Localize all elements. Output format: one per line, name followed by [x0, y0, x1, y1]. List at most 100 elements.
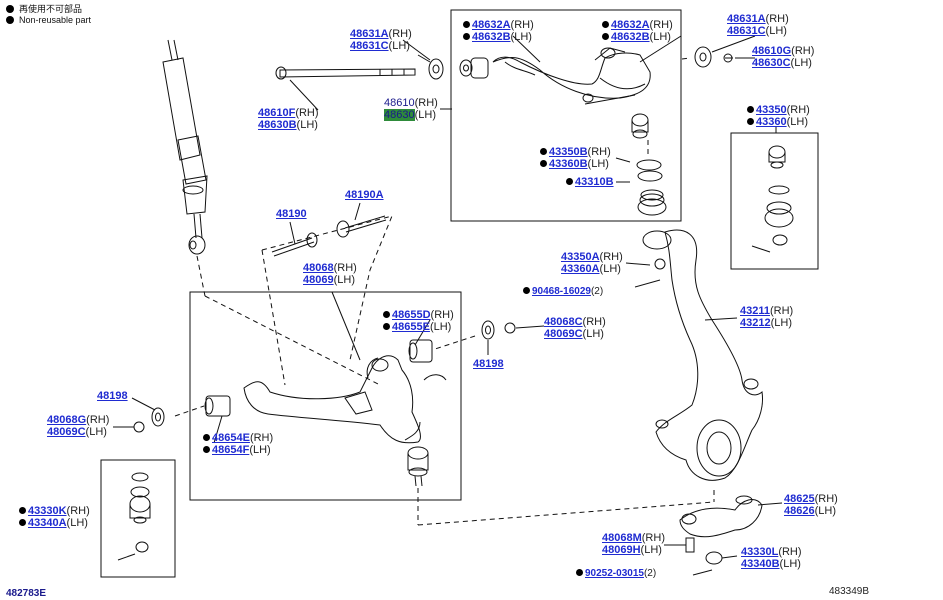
part-link[interactable]: 48632B [611, 31, 650, 43]
part-link[interactable]: 48631A [350, 28, 389, 40]
part-number: 48610 [384, 97, 415, 109]
side-note: (RH) [582, 316, 606, 328]
part-link[interactable]: 43350 [756, 104, 787, 116]
part-link[interactable]: 48190 [276, 208, 307, 220]
part-link[interactable]: 48654F [212, 444, 250, 456]
non-reusable-dot-icon [19, 519, 26, 526]
part-link[interactable]: 48069H [602, 544, 641, 556]
part-link[interactable]: 48069 [303, 274, 334, 286]
part-link[interactable]: 48068G [47, 414, 87, 426]
part-link[interactable]: 43360A [561, 263, 600, 275]
part-link[interactable]: 48631A [727, 13, 766, 25]
part-link[interactable]: 48632A [472, 19, 511, 31]
legend-text: Non-reusable part [19, 15, 92, 25]
label-48198-left: 48198 [97, 390, 128, 402]
side-note: (LH) [66, 517, 88, 529]
part-link[interactable]: 48068M [602, 532, 642, 544]
shock-absorber [162, 39, 208, 255]
part-link[interactable]: 90468-16029 [532, 286, 591, 297]
non-reusable-dot-icon [747, 106, 754, 113]
side-note: (LH) [510, 31, 532, 43]
side-note: (LH) [582, 328, 604, 340]
side-note: (RH) [786, 104, 810, 116]
part-link[interactable]: 48632B [472, 31, 511, 43]
label-43350A: 43350A(RH) 43360A(LH) [561, 251, 623, 275]
part-link[interactable]: 48068 [303, 262, 334, 274]
non-reusable-dot-icon [747, 118, 754, 125]
lower-arm-group-box [189, 291, 462, 501]
label-90468: 90468-16029(2) [523, 286, 603, 298]
part-link[interactable]: 48069C [47, 426, 86, 438]
part-link[interactable]: 48626 [784, 505, 815, 517]
part-link[interactable]: 43360 [756, 116, 787, 128]
label-48655D: 48655D(RH) 48655E(LH) [383, 309, 454, 333]
part-link[interactable]: 43330K [28, 505, 67, 517]
part-link[interactable]: 48655D [392, 309, 431, 321]
non-reusable-dot-icon [6, 16, 14, 24]
side-note: (RH) [769, 305, 794, 317]
part-link[interactable]: 43330L [741, 546, 779, 558]
label-48632A-right: 48632A(RH) 48632B(LH) [602, 19, 673, 43]
part-link[interactable]: 48631C [350, 40, 389, 52]
legend-text: 再使用不可部品 [19, 4, 83, 14]
part-link[interactable]: 48198 [473, 358, 504, 370]
side-note: (LH) [388, 40, 410, 52]
side-note: (LH) [814, 505, 836, 517]
part-link[interactable]: 48610F [258, 107, 296, 119]
part-link[interactable]: 48632A [611, 19, 650, 31]
assembly-dashes [174, 57, 715, 526]
non-reusable-dot-icon [203, 446, 210, 453]
side-note: (LH) [765, 25, 787, 37]
side-note: (LH) [85, 426, 107, 438]
ball-joint-upper-kit [751, 145, 794, 253]
part-link[interactable]: 48625 [784, 493, 815, 505]
part-link[interactable]: 43211 [740, 305, 770, 317]
label-43350B: 43350B(RH) 43360B(LH) [540, 146, 611, 170]
part-link[interactable]: 48630C [752, 57, 791, 69]
label-43310B: 43310B [566, 176, 614, 188]
non-reusable-dot-icon [19, 507, 26, 514]
part-link[interactable]: 48069C [544, 328, 583, 340]
part-link[interactable]: 43340B [741, 558, 780, 570]
part-link[interactable]: 48190A [345, 189, 384, 201]
side-note: (LH) [770, 317, 792, 329]
upper-ball-joint [631, 113, 667, 216]
side-note: (LH) [249, 444, 271, 456]
part-link[interactable]: 48655E [392, 321, 430, 333]
side-note: (RH) [249, 432, 274, 444]
side-note: (LH) [333, 274, 355, 286]
right-bolt-parts [694, 46, 733, 68]
label-48610: 48610(RH) 48630(LH) [384, 97, 438, 121]
cam-bolts [271, 215, 387, 257]
part-number-highlighted[interactable]: 48630 [384, 109, 415, 121]
label-48190A: 48190A [345, 189, 384, 201]
part-link[interactable]: 43212 [740, 317, 771, 329]
part-link[interactable]: 48610G [752, 45, 792, 57]
non-reusable-dot-icon [463, 21, 470, 28]
part-link[interactable]: 43340A [28, 517, 67, 529]
part-link[interactable]: 48654E [212, 432, 250, 444]
upper-arm-group-box [450, 9, 682, 222]
side-note: (LH) [414, 109, 436, 121]
part-link[interactable]: 48631C [727, 25, 766, 37]
part-link[interactable]: 43310B [575, 176, 614, 188]
part-link[interactable]: 48630B [258, 119, 297, 131]
part-link[interactable]: 43350A [561, 251, 600, 263]
non-reusable-dot-icon [540, 148, 547, 155]
side-note: (RH) [295, 107, 319, 119]
label-43330L: 43330L(RH) 43340B(LH) [741, 546, 802, 570]
part-link[interactable]: 48068C [544, 316, 583, 328]
quantity-note: (2) [643, 568, 657, 579]
part-link[interactable]: 48198 [97, 390, 128, 402]
side-note: (RH) [778, 546, 802, 558]
part-link[interactable]: 43360B [549, 158, 588, 170]
diagram-code-right: 483349B [829, 586, 870, 597]
side-note: (RH) [587, 146, 611, 158]
part-link[interactable]: 43350B [549, 146, 588, 158]
side-note: (RH) [333, 262, 357, 274]
stabilizer-bar [275, 66, 416, 80]
part-link[interactable]: 90252-03015 [585, 568, 644, 579]
ball-joint-upper-group-box [730, 132, 819, 270]
side-note: (RH) [649, 19, 673, 31]
